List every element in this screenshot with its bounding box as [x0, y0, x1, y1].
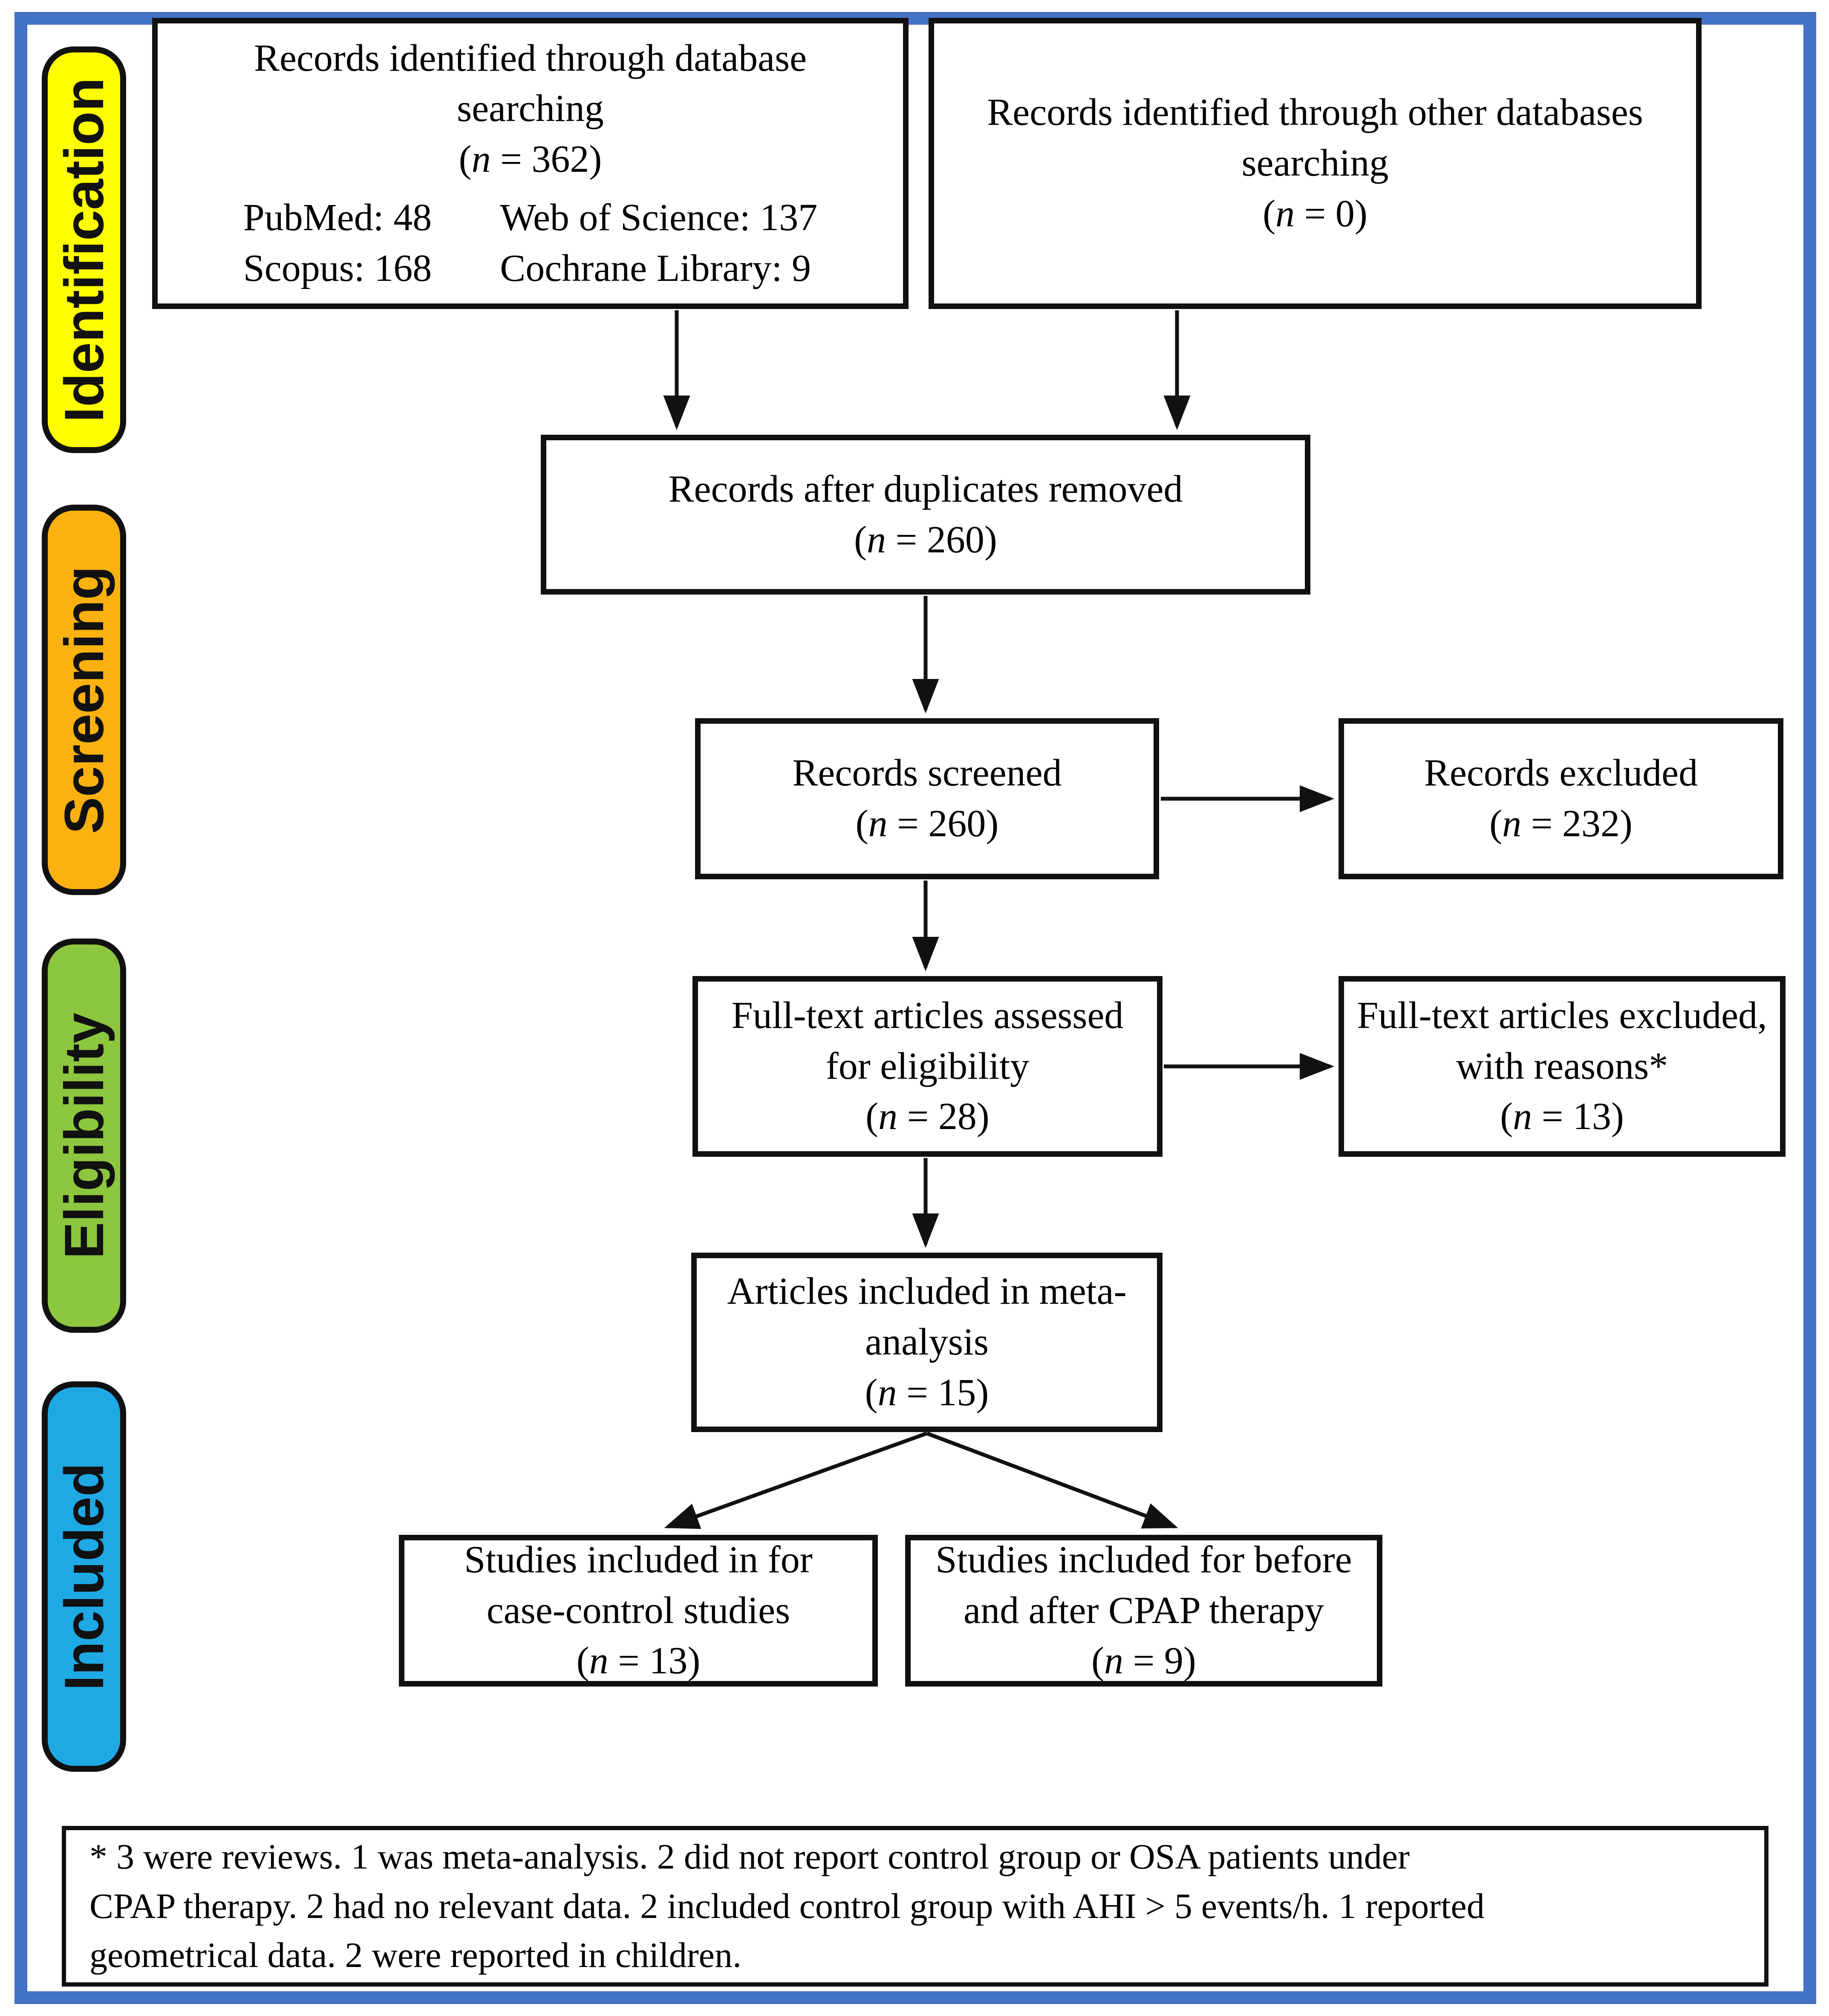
footnote-box: * 3 were reviews. 1 was meta-analysis. 2… — [62, 1826, 1768, 1987]
box-text: searching — [457, 87, 604, 130]
box-database-search: Records identified through database sear… — [152, 18, 909, 309]
box-text: Records identified through database — [254, 37, 807, 79]
box-case-control-studies: Studies included in for case-control stu… — [399, 1535, 878, 1687]
box-n-count: (n = 260) — [855, 803, 999, 845]
footnote-line: * 3 were reviews. 1 was meta-analysis. 2… — [89, 1837, 1410, 1877]
database-source-counts: PubMed: 48 Web of Science: 137 Scopus: 1… — [243, 193, 818, 294]
box-n-count: (n = 13) — [576, 1640, 701, 1682]
box-text: case-control studies — [486, 1589, 790, 1632]
box-n-count: (n = 232) — [1489, 803, 1633, 845]
box-text: Records after duplicates removed — [668, 468, 1183, 510]
box-n-count: (n = 362) — [459, 138, 602, 181]
stage-label-included: Included — [53, 1462, 115, 1691]
box-text: Records excluded — [1424, 752, 1698, 794]
box-text: Studies included for before — [935, 1538, 1352, 1581]
source-count: Scopus: 168 — [243, 247, 432, 289]
box-text: Studies included in for — [464, 1538, 813, 1581]
footnote-line: CPAP therapy. 2 had no relevant data. 2 … — [89, 1886, 1485, 1926]
box-text: with reasons* — [1456, 1045, 1668, 1087]
box-n-count: (n = 15) — [865, 1371, 989, 1414]
outer-frame — [14, 12, 1816, 2004]
box-text: Full-text articles assessed — [731, 994, 1124, 1037]
box-text: and after CPAP therapy — [964, 1589, 1324, 1632]
source-count: Cochrane Library: 9 — [500, 247, 811, 289]
box-text: searching — [1241, 142, 1389, 185]
stage-chip-screening: Screening — [42, 505, 126, 895]
box-after-duplicates: Records after duplicates removed (n = 26… — [541, 435, 1310, 595]
box-before-after-cpap: Studies included for before and after CP… — [905, 1535, 1382, 1687]
box-n-count: (n = 260) — [854, 518, 997, 561]
stage-chip-identification: Identification — [42, 46, 126, 453]
box-records-excluded: Records excluded (n = 232) — [1339, 718, 1783, 879]
box-records-screened: Records screened (n = 260) — [695, 718, 1159, 879]
box-n-count: (n = 9) — [1091, 1640, 1196, 1682]
box-n-count: (n = 13) — [1500, 1095, 1624, 1138]
box-text: for eligibility — [825, 1045, 1030, 1087]
footnote-line: geometrical data. 2 were reported in chi… — [89, 1935, 741, 1976]
box-other-databases: Records identified through other databas… — [929, 18, 1702, 309]
box-n-count: (n = 28) — [865, 1095, 990, 1138]
stage-chip-eligibility: Eligibility — [42, 939, 126, 1333]
box-text: Full-text articles excluded, — [1357, 994, 1767, 1037]
source-count: Web of Science: 137 — [500, 196, 818, 239]
stage-label-identification: Identification — [53, 77, 115, 422]
stage-label-screening: Screening — [53, 566, 115, 834]
stage-chip-included: Included — [42, 1381, 126, 1772]
box-text: analysis — [865, 1321, 989, 1363]
stage-label-eligibility: Eligibility — [53, 1012, 115, 1259]
box-fulltext-assessed: Full-text articles assessed for eligibil… — [692, 976, 1163, 1157]
box-text: Records identified through other databas… — [987, 91, 1643, 134]
box-text: Articles included in meta- — [727, 1270, 1127, 1313]
box-fulltext-excluded: Full-text articles excluded, with reason… — [1339, 976, 1786, 1157]
source-count: PubMed: 48 — [243, 196, 432, 239]
box-meta-analysis: Articles included in meta- analysis (n =… — [691, 1253, 1163, 1432]
box-n-count: (n = 0) — [1263, 192, 1367, 235]
box-text: Records screened — [792, 752, 1062, 794]
